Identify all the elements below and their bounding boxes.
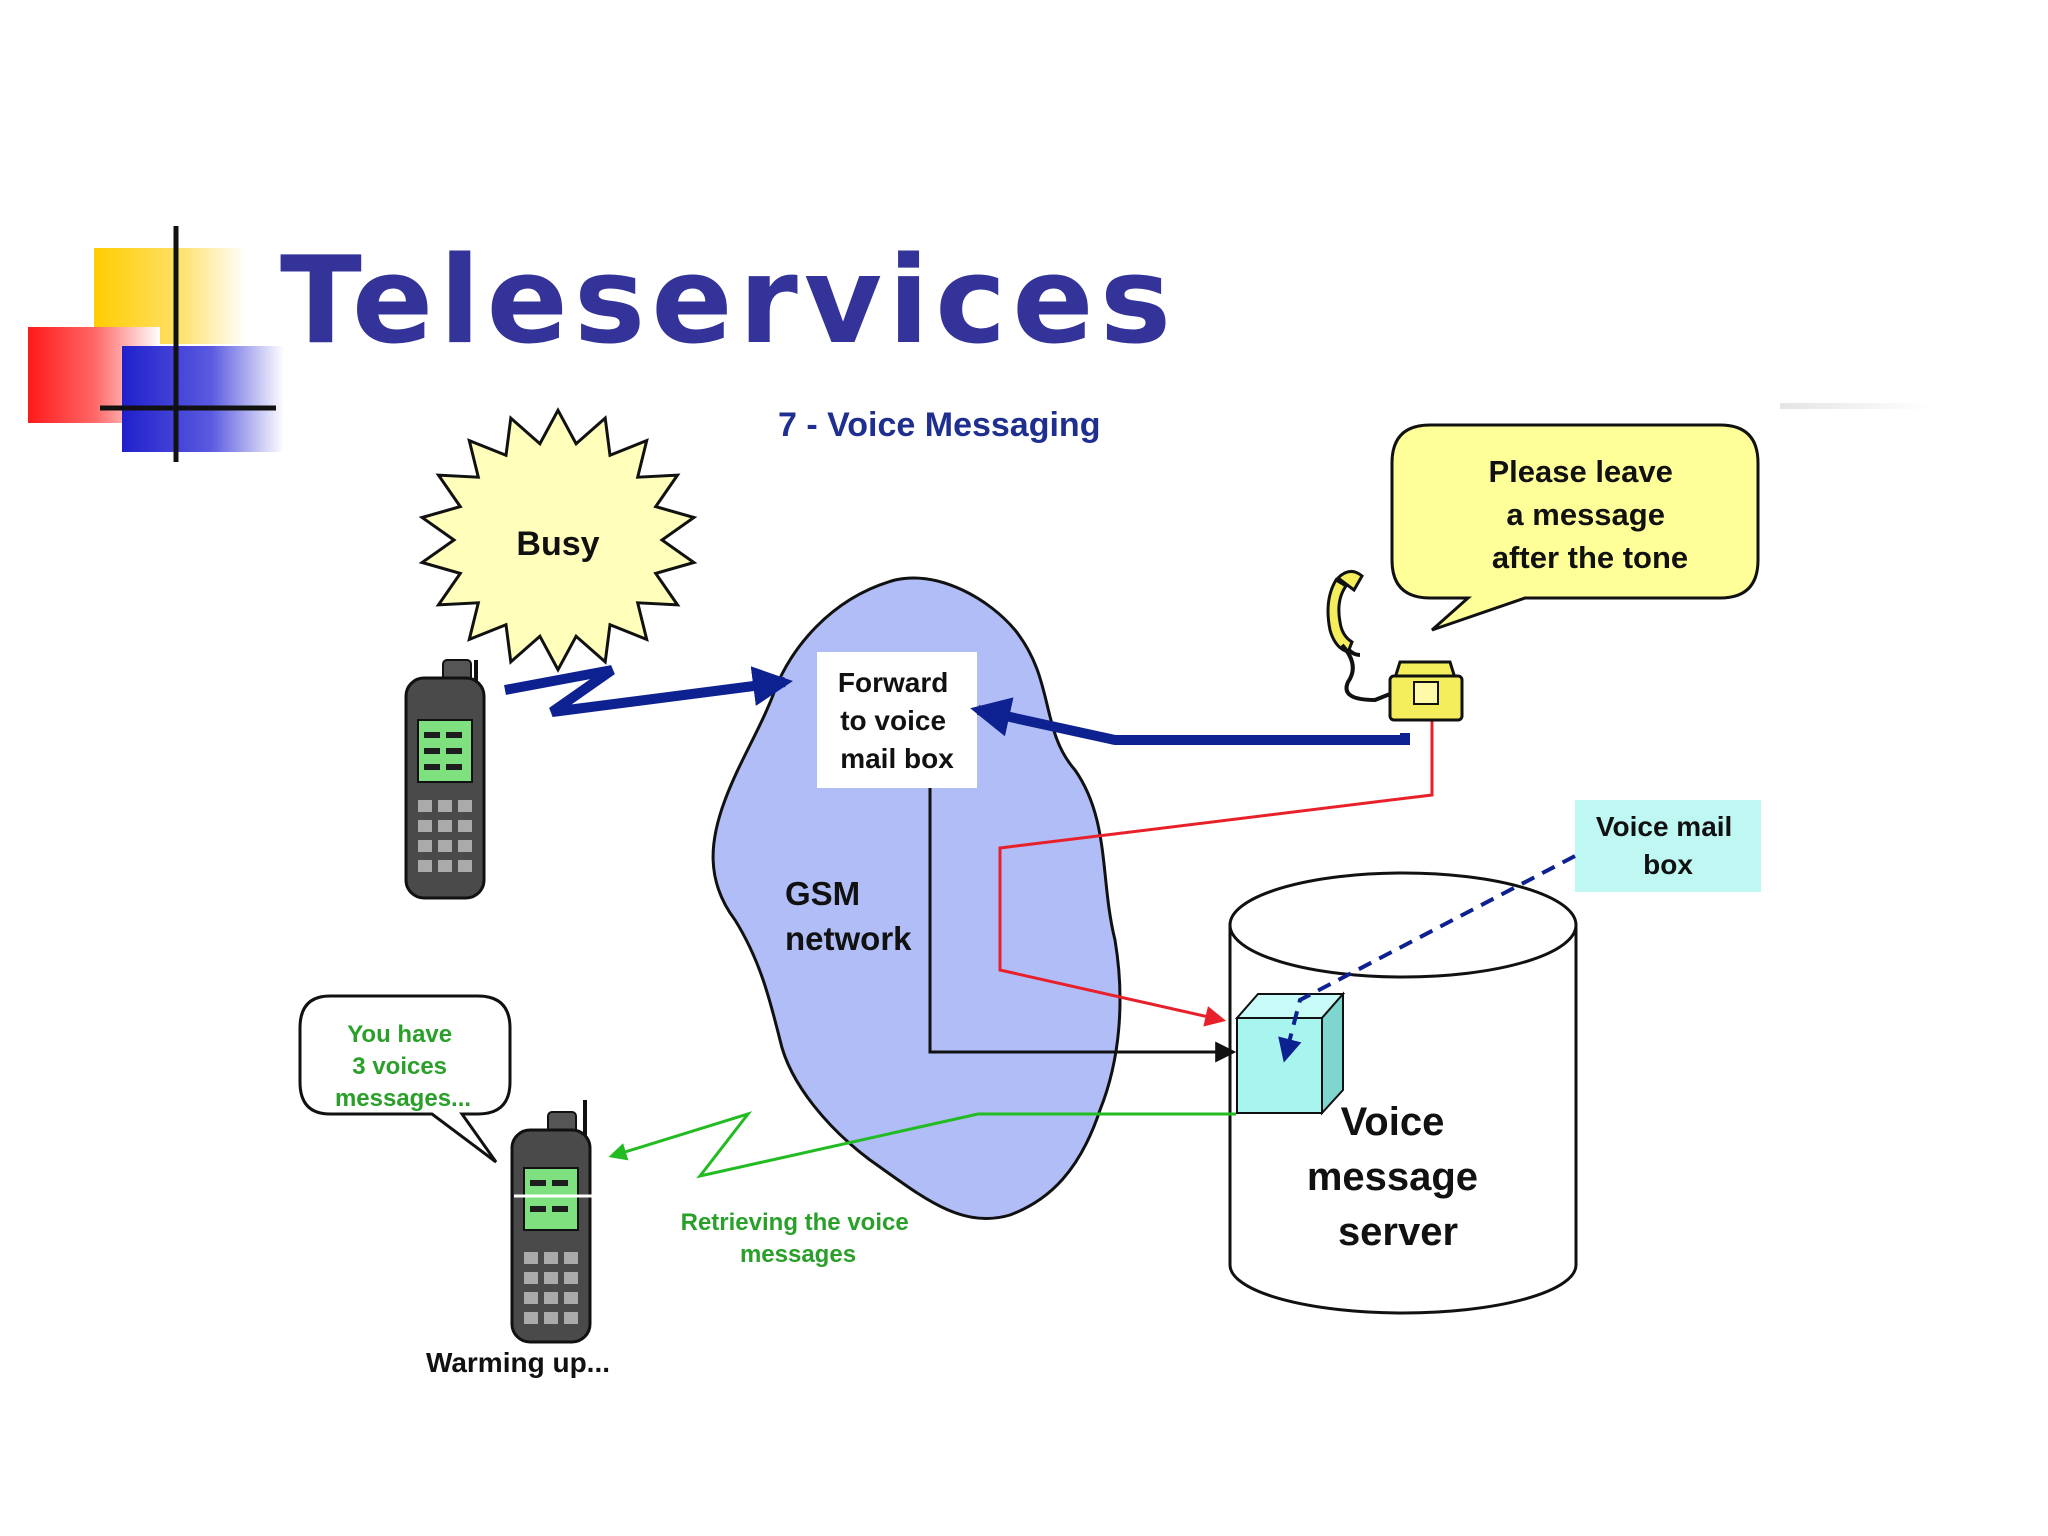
retrieve-messages-arrow [608, 1111, 1236, 1179]
speech-bubble-bottom [298, 994, 512, 1164]
speech-bottom-label: You have 3 voices messages... [335, 1021, 471, 1112]
forward-box [817, 652, 977, 788]
busy-label: Busy [516, 525, 599, 563]
gsm-network-cloud [711, 576, 1122, 1221]
mobile-phone-top-icon [404, 659, 486, 900]
server-label: Voice message server [1307, 1100, 1489, 1254]
corner-decoration [28, 226, 284, 462]
voice-mail-box-callout [1575, 800, 1761, 892]
phone-status-label: Warming up... [426, 1347, 610, 1378]
busy-starburst [418, 407, 698, 673]
server-cylinder-top [1228, 871, 1578, 979]
title-rule [1780, 403, 1930, 409]
speech-top-label: Please leave a message after the tone [1488, 454, 1688, 575]
forward-box-label: Forward to voice mail box [838, 667, 956, 774]
landline-phone-icon [1326, 570, 1464, 722]
speech-bubble-top [1390, 423, 1760, 632]
mailbox-pointer-dashed [1278, 854, 1576, 1063]
gsm-network-label: GSM network [785, 875, 912, 957]
busy-call-zigzag-arrow [504, 665, 793, 717]
mailbox-cube [1234, 991, 1346, 1116]
deco-blue-square [122, 346, 284, 452]
retrieve-label: Retrieving the voice messages [681, 1209, 916, 1268]
diagram-subtitle: 7 - Voice Messaging [778, 406, 1100, 444]
mobile-phone-bottom-icon [510, 1100, 602, 1344]
record-message-line [998, 715, 1434, 1027]
forward-to-server-line [928, 788, 1237, 1063]
landline-call-arrow [970, 697, 1410, 745]
slide-title: Teleservices [280, 232, 1177, 371]
voice-mail-box-label: Voice mail box [1596, 811, 1740, 880]
